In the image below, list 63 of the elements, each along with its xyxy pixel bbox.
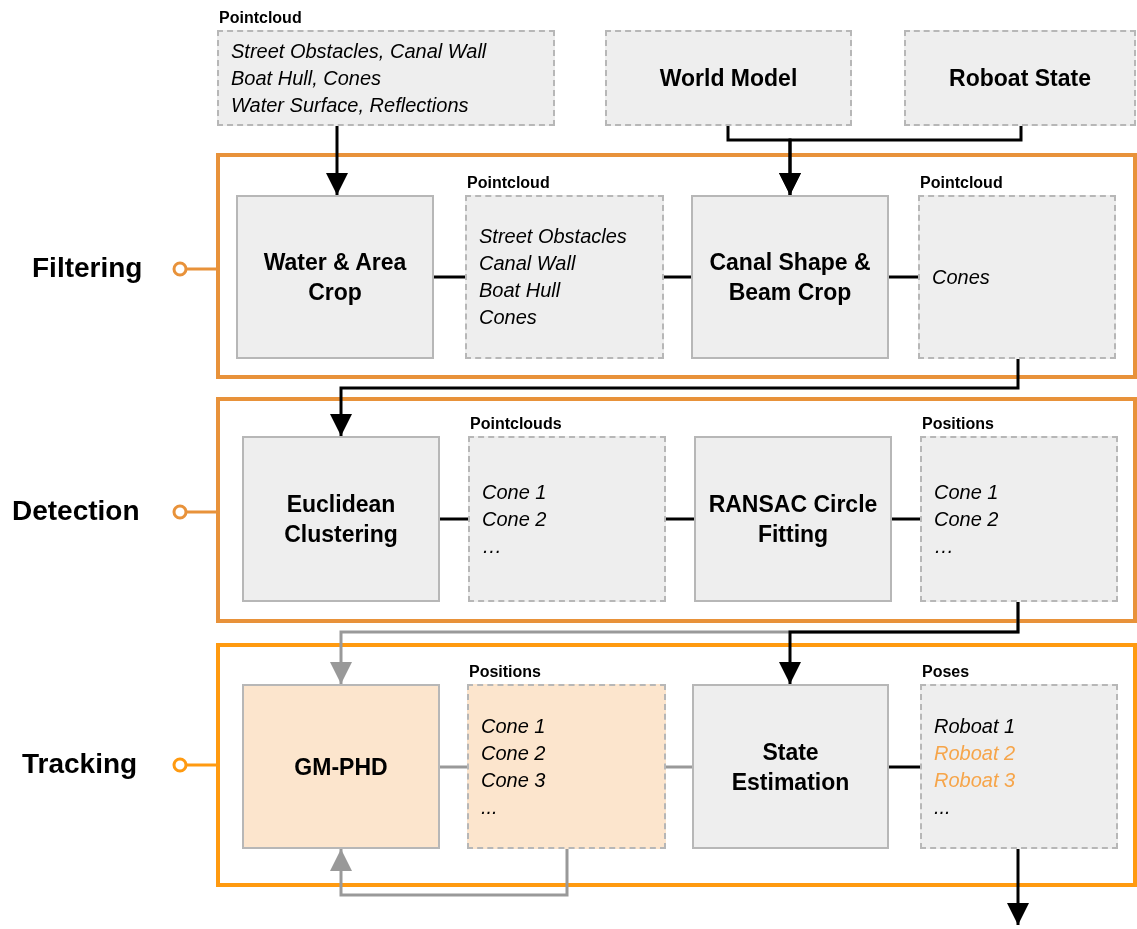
data-heading: Pointcloud [467, 174, 550, 192]
process-box [242, 436, 440, 602]
input-box [605, 30, 852, 126]
data-item: Cone 1 [481, 713, 547, 739]
data-item: … [934, 533, 955, 559]
data-item: Roboat 1 [934, 713, 1017, 739]
connector-line [666, 517, 694, 521]
data-item: ... [934, 794, 952, 820]
process-label: Euclidean Clustering [283, 490, 399, 549]
arrow [779, 126, 1023, 195]
connector-line [440, 765, 467, 769]
connector-line [666, 765, 692, 769]
data-item: Cones [479, 305, 538, 330]
process-box [242, 684, 440, 849]
process-box [236, 195, 434, 359]
data-item: ... [481, 794, 499, 820]
data-heading: Pointcloud [219, 9, 302, 27]
process-box [691, 195, 889, 359]
process-label: Water & Area Crop [262, 248, 408, 307]
data-heading: Positions [922, 415, 994, 433]
input-box [904, 30, 1136, 126]
process-box [692, 684, 889, 849]
data-item: Roboat 3 [934, 767, 1017, 793]
data-item: Cone 1 [482, 479, 548, 505]
stage-label: Tracking [22, 748, 138, 780]
arrow [326, 126, 348, 195]
arrow [330, 849, 569, 897]
stage-label: Filtering [32, 252, 143, 284]
data-item: Boat Hull, Cones [231, 65, 383, 91]
data-heading: Positions [469, 663, 541, 681]
data-item: Cone 1 [934, 479, 1000, 505]
data-item: Cone 3 [481, 767, 547, 793]
process-box [694, 436, 892, 602]
connector-line [440, 517, 468, 521]
data-heading: Pointcloud [920, 174, 1003, 192]
connector-line [434, 275, 465, 279]
data-item: Street Obstacles [479, 224, 628, 249]
process-label: Canal Shape & Beam Crop [708, 248, 872, 307]
arrow [1007, 849, 1029, 925]
connector-line [889, 275, 918, 279]
data-item: Roboat 2 [934, 740, 1017, 766]
data-item: Cone 2 [934, 506, 1000, 532]
data-item: Cone 2 [482, 506, 548, 532]
data-item: Street Obstacles, Canal Wall [231, 38, 488, 64]
process-label: GM-PHD [294, 752, 388, 782]
data-item: Water Surface, Reflections [231, 92, 470, 118]
process-label: World Model [659, 64, 798, 93]
arrow [330, 359, 1020, 436]
data-item: Boat Hull [479, 278, 562, 303]
data-item: Cones [932, 264, 991, 290]
stage-label: Detection [12, 495, 140, 527]
data-item: … [482, 533, 503, 559]
data-heading: Pointclouds [470, 415, 562, 433]
connector-line [664, 275, 691, 279]
arrow [779, 602, 1020, 684]
process-label: State Estimation [730, 737, 851, 797]
data-heading: Poses [922, 663, 970, 681]
process-label: Roboat State [949, 64, 1091, 93]
connector-line [892, 517, 920, 521]
process-label: RANSAC Circle Fitting [708, 490, 878, 549]
data-item: Canal Wall [479, 251, 577, 276]
data-item: Cone 2 [481, 740, 547, 766]
connector-line [889, 765, 920, 769]
